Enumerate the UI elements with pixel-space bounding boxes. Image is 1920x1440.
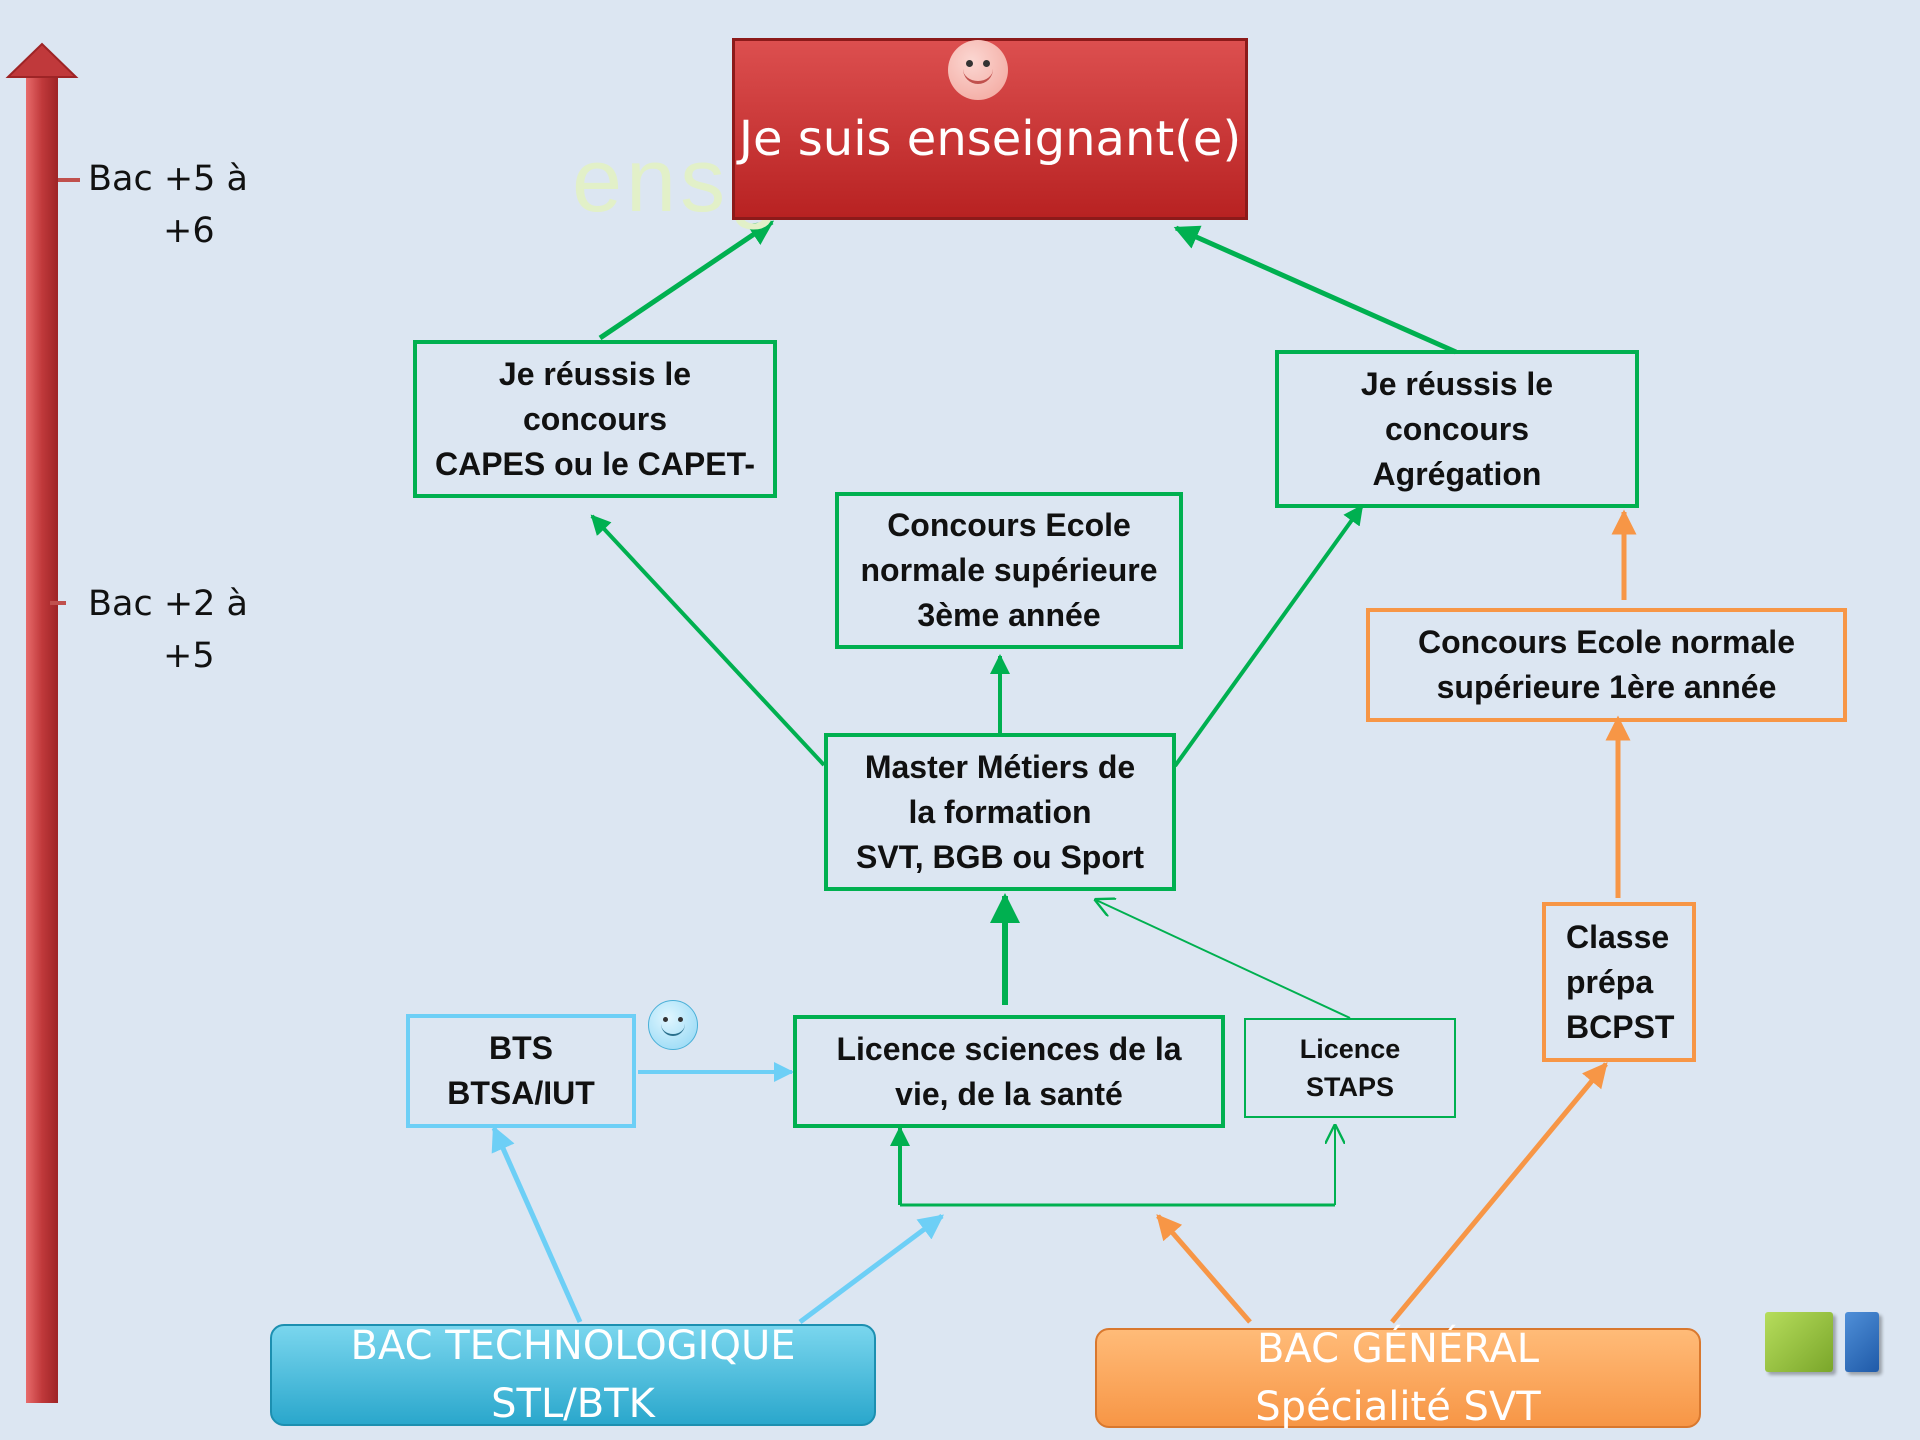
arrow-bactechno-to-licence xyxy=(798,1213,945,1325)
axis-label-bac2: Bac +2 à +5 xyxy=(88,584,248,676)
goal-title: Je suis enseignant(e) xyxy=(738,111,1242,167)
arrow-master-to-capes xyxy=(590,514,826,767)
green-square-icon xyxy=(1765,1312,1833,1372)
arrow-agreg-to-goal xyxy=(1173,225,1458,355)
smiley-icon xyxy=(948,40,1008,100)
arrow-bacgen-to-prepa xyxy=(1390,1062,1608,1324)
timeline-arrow xyxy=(5,42,80,1403)
blue-square-icon xyxy=(1845,1312,1879,1372)
arrow-master-to-agreg xyxy=(1173,504,1364,768)
smiley-icon xyxy=(648,1000,698,1050)
arrow-bacgen-to-licence xyxy=(1156,1214,1252,1324)
arrow-bactechno-to-bts xyxy=(491,1125,583,1324)
axis-label-bac5: Bac +5 à +6 xyxy=(88,159,248,251)
arrow-staps-to-master xyxy=(1096,900,1351,1019)
arrow-capes-to-goal xyxy=(598,219,775,341)
bracket-bac-to-licences xyxy=(890,1126,1335,1207)
